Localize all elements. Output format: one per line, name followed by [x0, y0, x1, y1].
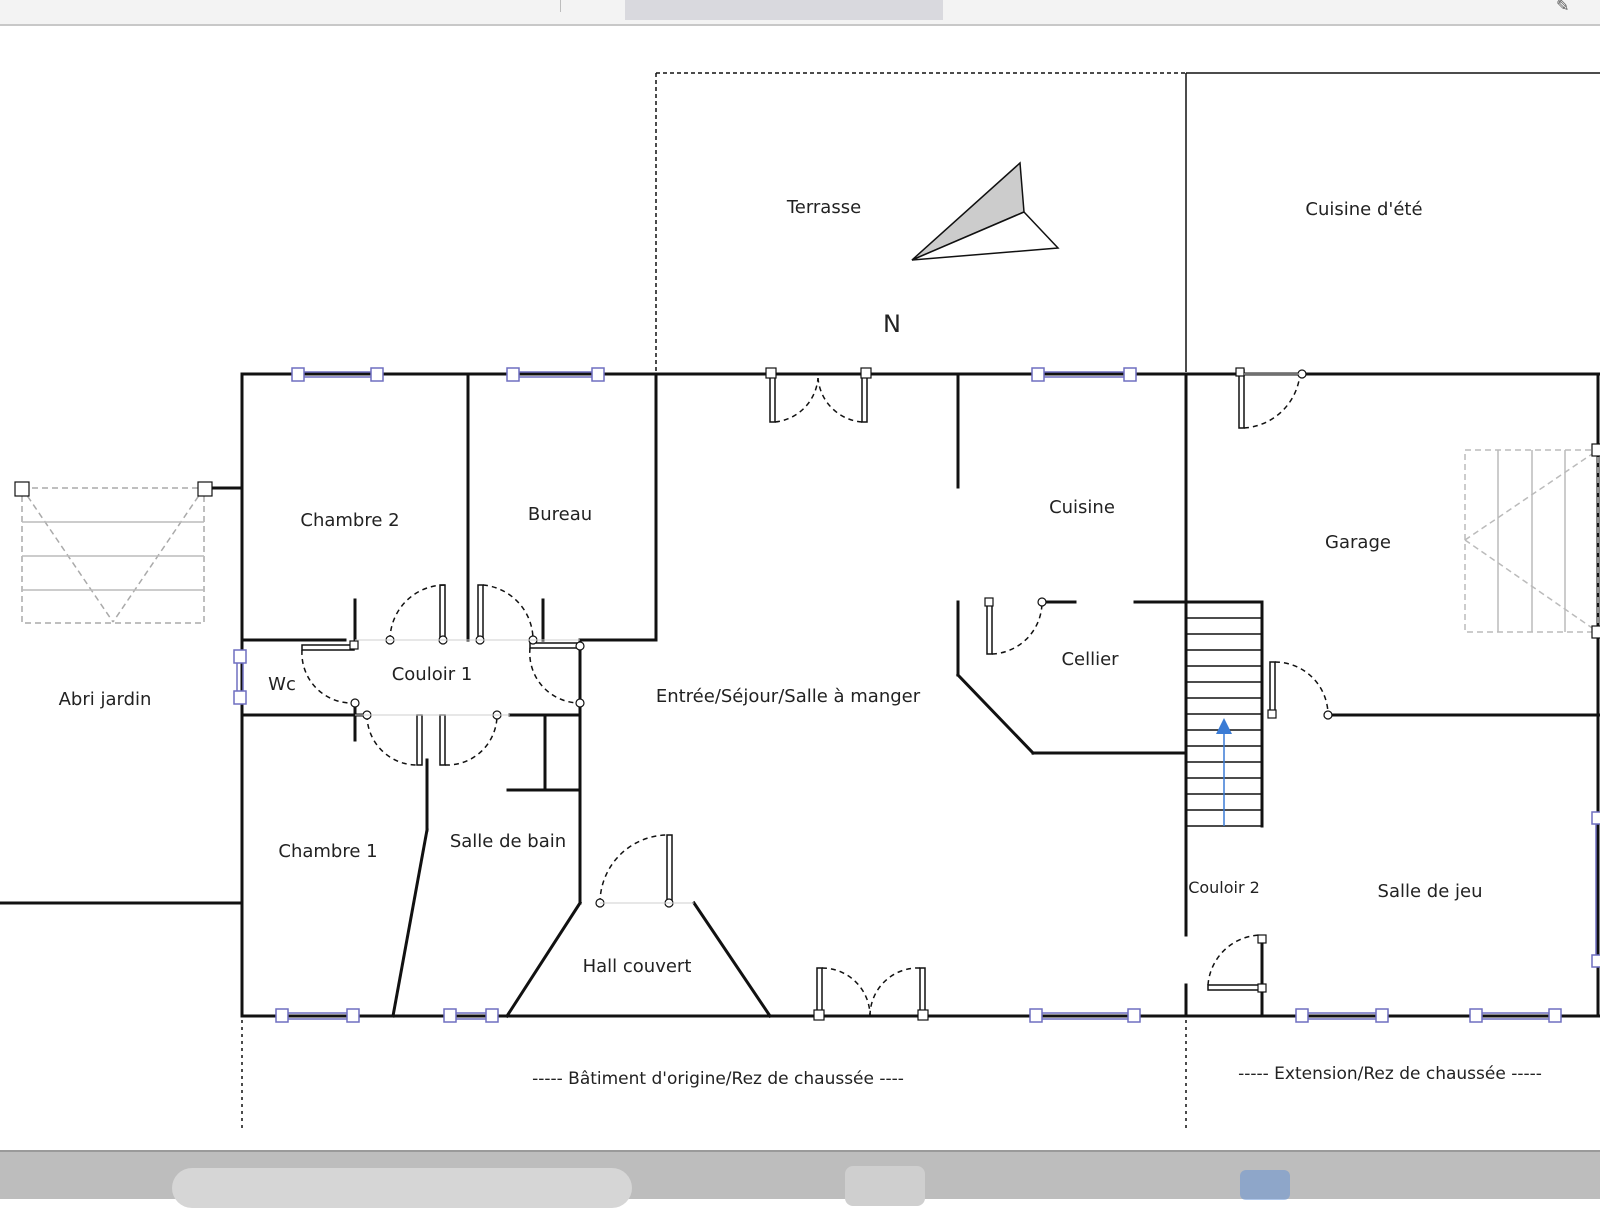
room-label-abri-jardin: Abri jardin — [59, 689, 152, 710]
terrace-outline — [655, 72, 1600, 372]
bottom-taskbar — [0, 1150, 1600, 1208]
room-label-sejour: Entrée/Séjour/Salle à manger — [656, 686, 921, 707]
stair-direction-arrow — [1216, 718, 1232, 826]
floor-plan-canvas: N Terrasse Cuisine d'été Chambre 2 Burea… — [0, 72, 1600, 1153]
room-label-couloir2: Couloir 2 — [1188, 878, 1260, 897]
abri-stair-outline — [21, 487, 205, 624]
room-label-bureau: Bureau — [528, 504, 592, 525]
room-label-salle-de-bain: Salle de bain — [450, 831, 566, 852]
zone-label-extension: ----- Extension/Rez de chaussée ----- — [1238, 1064, 1542, 1084]
room-label-cuisine: Cuisine — [1049, 497, 1115, 518]
app-toolbar: ✎ — [0, 0, 1600, 26]
pen-icon[interactable]: ✎ — [1556, 0, 1570, 15]
search-bar[interactable] — [172, 1168, 632, 1208]
north-label: N — [883, 310, 901, 338]
north-arrow-icon — [911, 161, 1060, 261]
room-label-garage: Garage — [1325, 532, 1391, 553]
room-label-couloir1: Couloir 1 — [392, 664, 473, 685]
room-label-hall-couvert: Hall couvert — [583, 956, 692, 977]
toolbar-selected-tab[interactable] — [625, 0, 943, 20]
opening-lines — [355, 373, 1300, 904]
garage-stair-outline — [1464, 449, 1599, 633]
room-label-chambre1: Chambre 1 — [278, 841, 377, 862]
zone-label-origin: ----- Bâtiment d'origine/Rez de chaussée… — [532, 1069, 904, 1089]
abri-stair-treads — [22, 521, 204, 591]
room-label-salle-de-jeu: Salle de jeu — [1378, 881, 1483, 902]
toolbar-separator — [560, 0, 561, 12]
taskbar-app-icon[interactable] — [1240, 1170, 1290, 1200]
room-label-cuisine-ete: Cuisine d'été — [1305, 199, 1422, 220]
room-label-wc: Wc — [268, 674, 296, 695]
room-label-cellier: Cellier — [1061, 649, 1119, 670]
room-label-terrasse: Terrasse — [786, 197, 861, 218]
room-label-chambre2: Chambre 2 — [300, 510, 399, 531]
windows — [233, 367, 1600, 1023]
taskbar-button[interactable] — [845, 1166, 925, 1206]
